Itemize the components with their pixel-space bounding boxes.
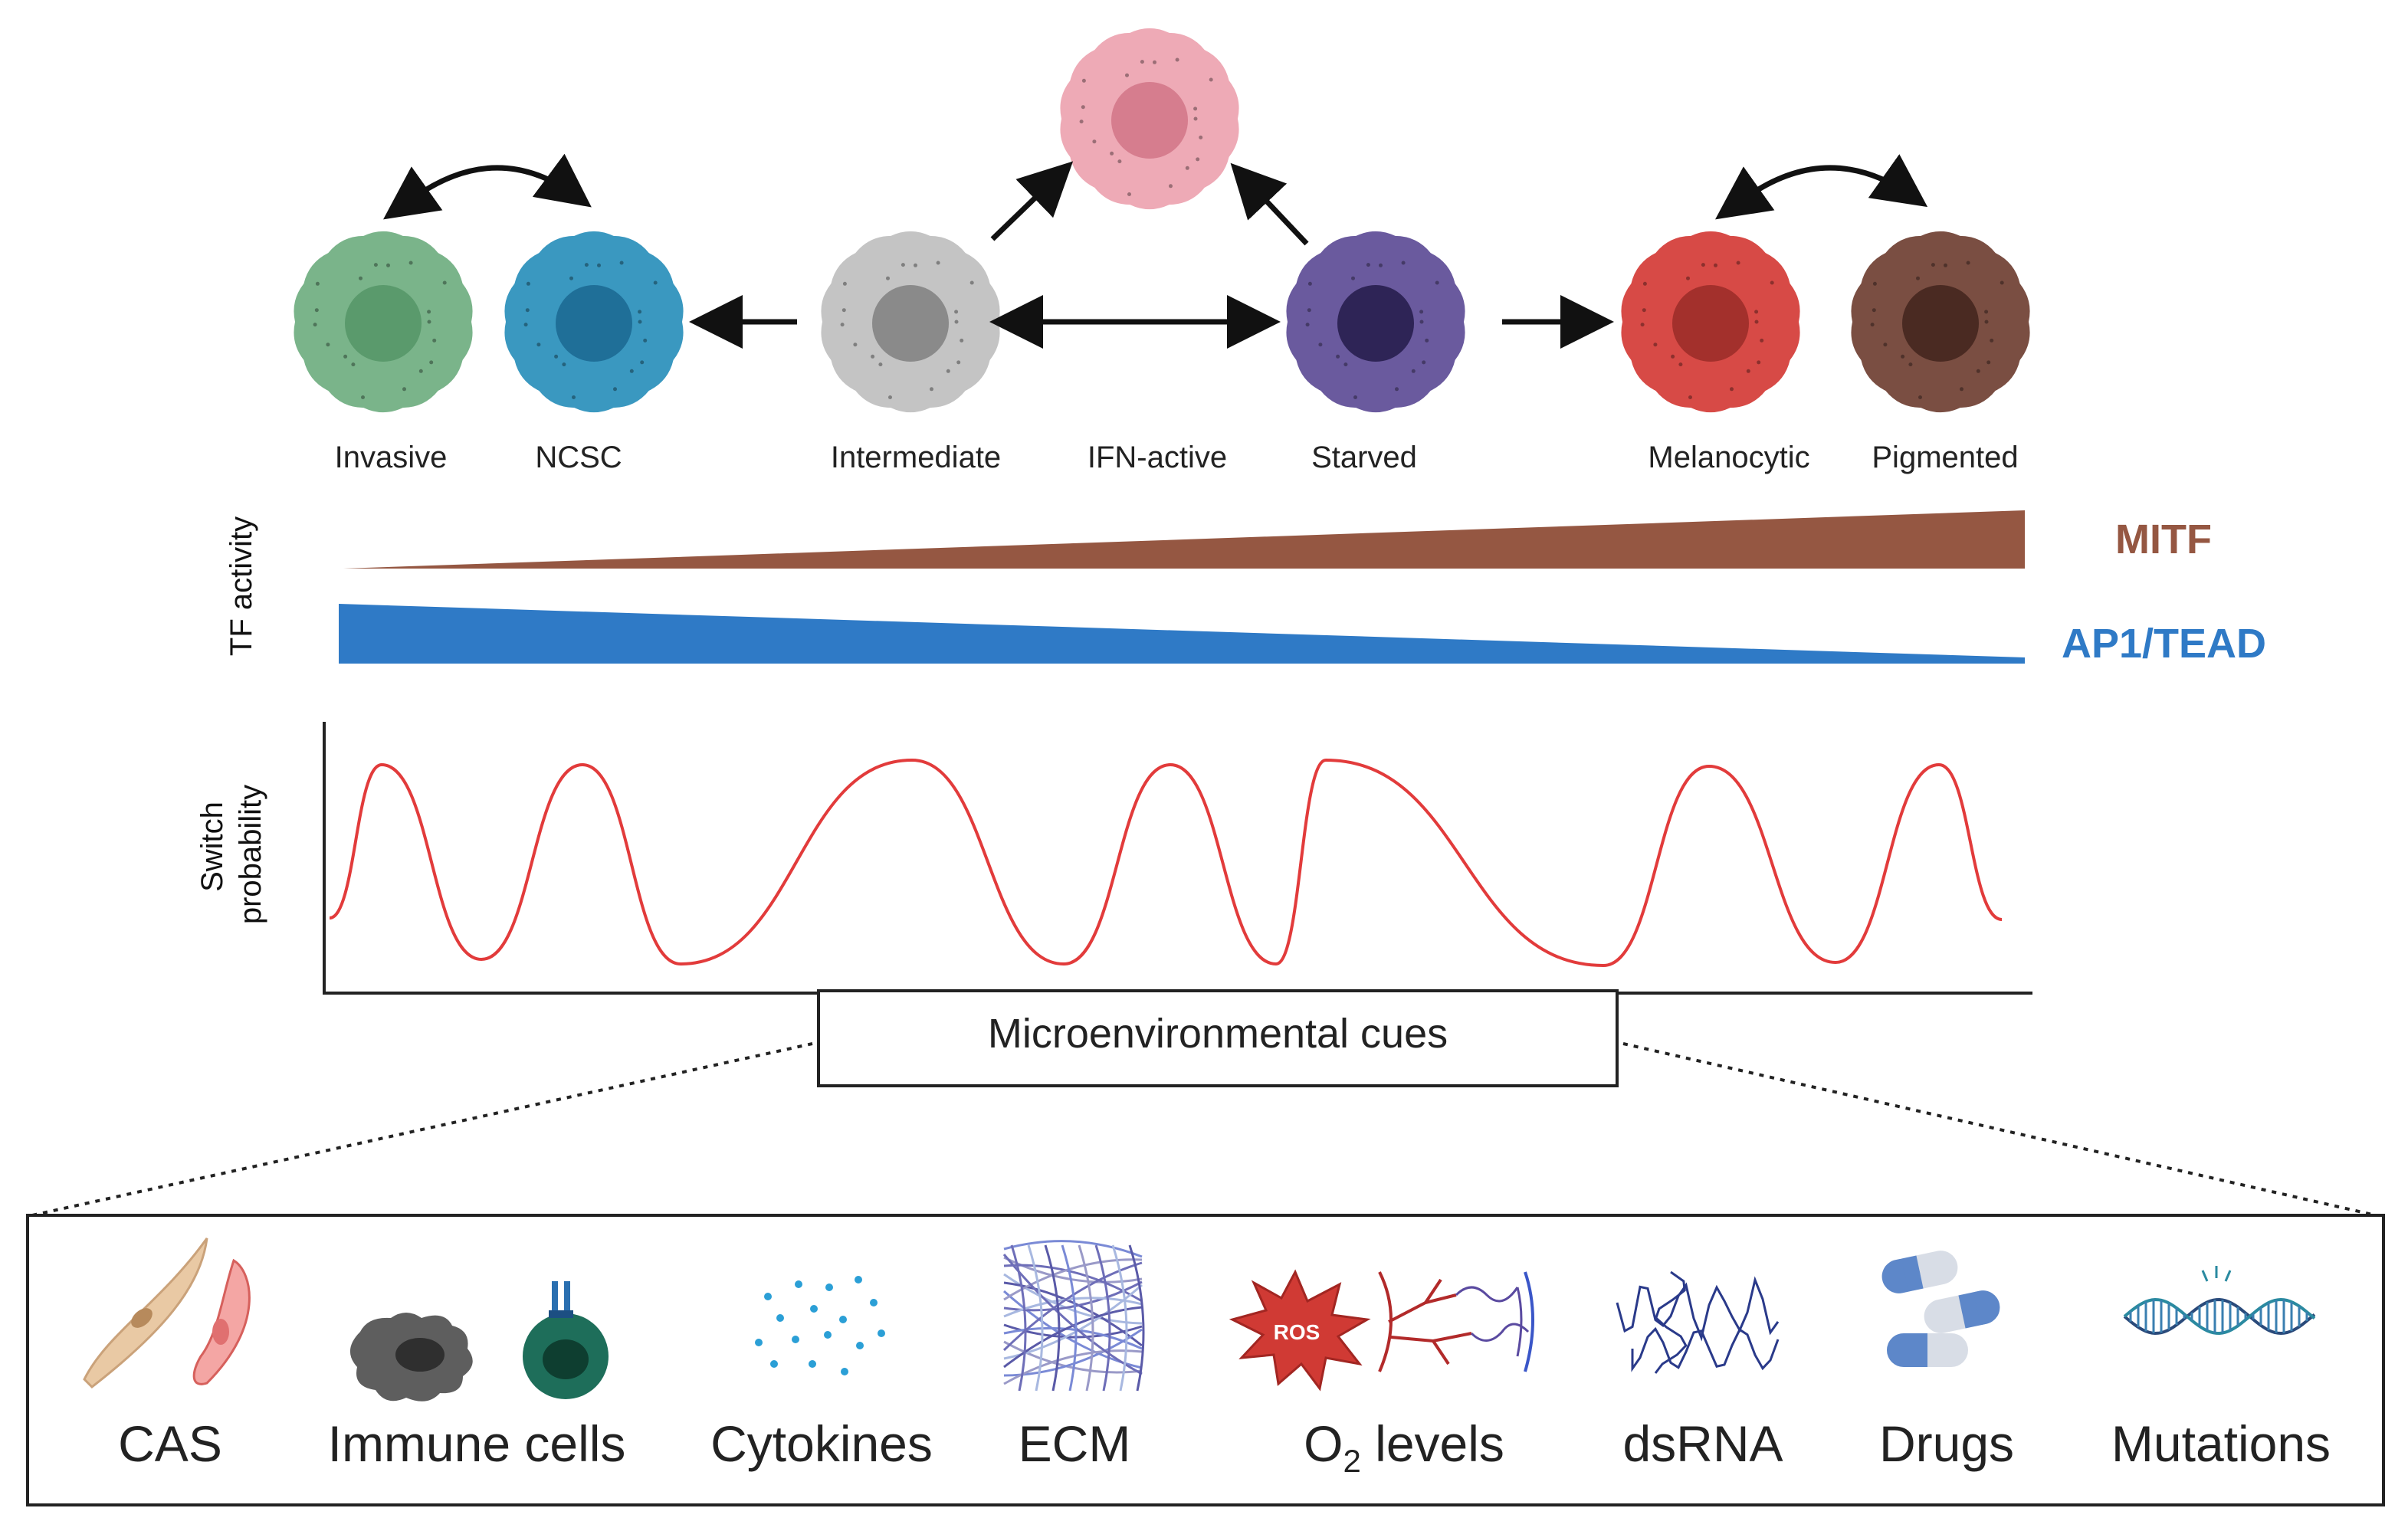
- o2-levels-word: levels: [1361, 1415, 1504, 1472]
- cue-label-o2-levels: O2 levels: [1304, 1415, 1504, 1479]
- arrow-intermediate-to-ifn: [990, 161, 1074, 241]
- o2-letter: O: [1304, 1415, 1343, 1472]
- arrow-melanocytic-pigmented: [1715, 154, 1928, 220]
- cell-nucleus: [345, 285, 422, 362]
- switch-probability-curve: [329, 758, 2003, 968]
- o2-subscript: 2: [1343, 1443, 1360, 1479]
- cell-nucleus: [1672, 285, 1749, 362]
- switch-axis-label-line2: probability: [234, 785, 267, 924]
- switch-axes: [323, 722, 2032, 995]
- cell-label-ncsc: NCSC: [535, 441, 622, 474]
- ap1-tead-activity-wedge: [339, 604, 2025, 664]
- cell-nucleus: [872, 285, 949, 362]
- pills-icon: [1881, 1251, 2000, 1367]
- fibroblast-icon: [83, 1238, 251, 1388]
- arrow-invasive-ncsc: [383, 153, 592, 220]
- arrow-starved-to-ifn: [1230, 162, 1309, 246]
- cell-nucleus: [1111, 82, 1188, 159]
- dsrna-icon: [1616, 1270, 1780, 1374]
- ecm-fibers-icon: [1002, 1240, 1145, 1392]
- cell-invasive: Invasive: [294, 231, 473, 474]
- cell-label-intermediate: Intermediate: [831, 441, 1001, 474]
- cell-nucleus: [556, 285, 632, 362]
- ros-vessel-icon: ROS: [1229, 1269, 1534, 1392]
- cell-starved: Starved: [1286, 231, 1465, 474]
- cell-label-starved: Starved: [1311, 441, 1417, 474]
- cell-melanocytic: Melanocytic: [1621, 231, 1810, 474]
- mitf-label: MITF: [2115, 516, 2212, 562]
- switch-axis-label-line1: Switch: [195, 802, 229, 892]
- cue-label-cas: CAS: [118, 1415, 222, 1472]
- mitf-activity-wedge: [343, 510, 2025, 569]
- microenvironmental-cues-box: [817, 989, 1619, 1087]
- cell-label-pigmented: Pigmented: [1872, 441, 2018, 474]
- cell-states-row: Invasive NCSC Intermediate IFN-active Starve…: [294, 28, 2030, 474]
- cue-label-mutations: Mutations: [2111, 1415, 2331, 1472]
- cell-intermediate: Intermediate: [821, 231, 1001, 474]
- cell-ncsc: NCSC: [504, 231, 684, 474]
- cell-nucleus: [1337, 285, 1414, 362]
- cell-label-invasive: Invasive: [335, 441, 448, 474]
- tf-activity-axis-label: TF activity: [225, 516, 258, 656]
- cue-label-ecm: ECM: [1019, 1415, 1131, 1472]
- state-transition-arrows: [383, 153, 1928, 349]
- cytokines-icon: [755, 1276, 885, 1375]
- cell-ifn-active: IFN-active: [1060, 28, 1239, 474]
- microenvironmental-cues-title: Microenvironmental cues: [988, 1011, 1448, 1057]
- cue-label-dsrna: dsRNA: [1622, 1415, 1783, 1472]
- dna-icon: [2123, 1266, 2316, 1336]
- cue-label-immune-cells: Immune cells: [328, 1415, 626, 1472]
- cell-label-melanocytic: Melanocytic: [1648, 441, 1809, 474]
- cue-label-cytokines: Cytokines: [710, 1415, 933, 1472]
- cell-label-ifn-active: IFN-active: [1088, 441, 1227, 474]
- zoom-line-right: [1622, 1042, 2377, 1217]
- cell-pigmented: Pigmented: [1851, 231, 2030, 474]
- ros-text: ROS: [1274, 1320, 1320, 1344]
- cell-nucleus: [1902, 285, 1979, 362]
- immune-cells-icon: [349, 1281, 609, 1402]
- cue-label-drugs: Drugs: [1879, 1415, 2014, 1472]
- cue-labels: CAS Immune cells Cytokines ECM O2 levels…: [118, 1415, 2331, 1479]
- zoom-line-left: [31, 1042, 813, 1217]
- ap1-tead-label: AP1/TEAD: [2062, 621, 2266, 667]
